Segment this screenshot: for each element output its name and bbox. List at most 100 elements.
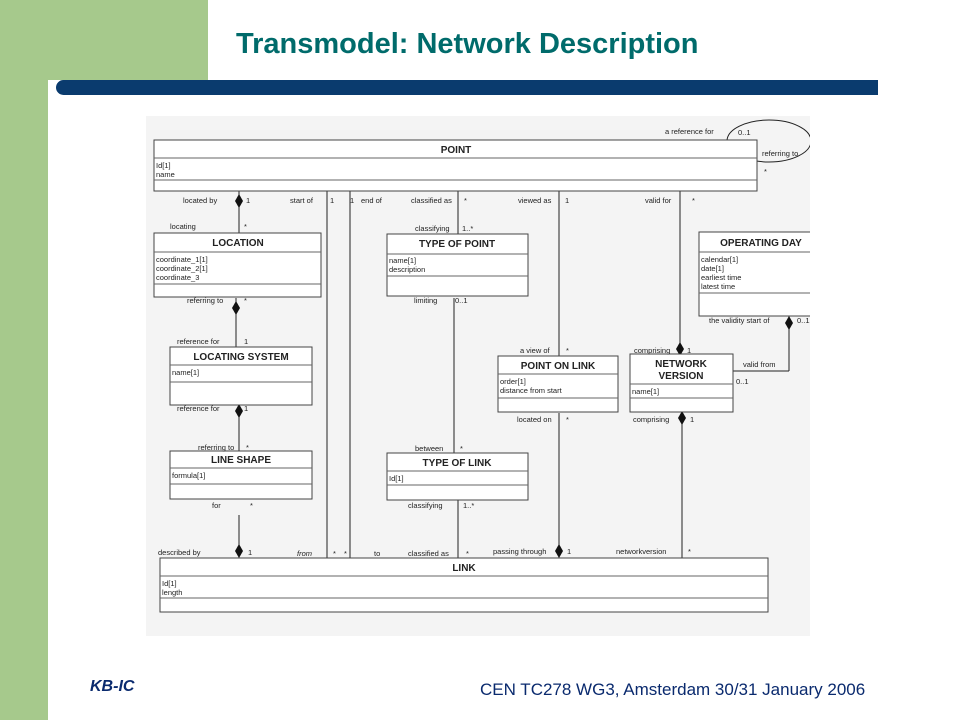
label-between: between <box>415 444 443 453</box>
label-to-mult: * <box>344 549 347 558</box>
label-from: from <box>297 549 312 558</box>
label-a-view-of: a view of <box>520 346 551 355</box>
footer-event-text: CEN TC278 WG3, Amsterdam 30/31 January 2… <box>480 680 866 699</box>
type-of-point-title: TYPE OF POINT <box>419 239 495 250</box>
label-reference-for-1: reference for <box>177 337 220 346</box>
label-comprising-top: comprising <box>634 346 670 355</box>
diamond-located-by <box>235 194 243 208</box>
label-described-by: described by <box>158 548 201 557</box>
label-for: for <box>212 501 221 510</box>
label-classifying-top-mult: 1..* <box>462 224 473 233</box>
label-end-of-mult: 1 <box>350 196 354 205</box>
label-classified-as-top: classified as <box>411 196 452 205</box>
diamond-comprising-bottom <box>678 411 686 425</box>
label-reference-for-1-mult: 1 <box>244 337 248 346</box>
label-passing-through: passing through <box>493 547 546 556</box>
class-type-of-link: TYPE OF LINK Id[1] <box>386 452 529 501</box>
line-shape-title: LINE SHAPE <box>211 455 271 466</box>
location-attr-2: coordinate_2[1] <box>156 264 208 273</box>
label-described-by-mult: 1 <box>248 548 252 557</box>
label-comprising-bottom-mult: 1 <box>690 415 694 424</box>
class-point-on-link: POINT ON LINK order[1] distance from sta… <box>497 355 619 413</box>
diamond-comprising-top <box>676 342 684 356</box>
composition-diamonds <box>232 194 793 558</box>
operating-day-title: OPERATING DAY <box>720 238 802 249</box>
label-referring-to-self: referring to <box>762 149 798 158</box>
label-viewed-as: viewed as <box>518 196 552 205</box>
diamond-passing-through <box>555 544 563 558</box>
class-location: LOCATION coordinate_1[1] coordinate_2[1]… <box>153 232 322 298</box>
label-between-mult: * <box>460 444 463 453</box>
label-networkversion-mult: * <box>688 547 691 556</box>
label-valid-from: valid from <box>743 360 776 369</box>
class-operating-day: OPERATING DAY calendar[1] date[1] earlie… <box>698 231 810 317</box>
diamond-reference-for <box>235 404 243 418</box>
label-validity-mult: 0..1 <box>797 316 810 325</box>
diamond-referring-to <box>232 301 240 315</box>
link-attr-2: length <box>162 588 182 597</box>
diamond-described-by <box>235 544 243 558</box>
title-rule <box>56 80 878 95</box>
label-valid-for-mult: * <box>692 196 695 205</box>
label-reference-for-2: reference for <box>177 404 220 413</box>
network-version-title-1: NETWORK <box>655 359 707 370</box>
label-located-on: located on <box>517 415 552 424</box>
label-self-star: * <box>764 167 767 176</box>
left-green-band <box>0 0 48 720</box>
footer-logo-text: KB-IC <box>90 678 135 695</box>
label-classified-as-top-mult: * <box>464 196 467 205</box>
point-on-link-title: POINT ON LINK <box>521 361 596 372</box>
label-located-by-mult: 1 <box>246 196 250 205</box>
label-end-of: end of <box>361 196 383 205</box>
location-attr-3: coordinate_3 <box>156 273 199 282</box>
location-attr-1: coordinate_1[1] <box>156 255 208 264</box>
class-line-shape: LINE SHAPE formula[1] <box>169 450 313 500</box>
operating-day-attr-4: latest time <box>701 282 735 291</box>
label-for-mult: * <box>250 501 253 510</box>
label-valid-from-mult: 0..1 <box>736 377 749 386</box>
class-network-version: NETWORK VERSION name[1] <box>629 353 734 413</box>
uml-diagram: POINT Id[1] name LOCATION coordinate_1[1… <box>146 116 810 636</box>
associations <box>235 119 810 558</box>
link-attr-1: Id[1] <box>162 579 177 588</box>
locating-system-attr-1: name[1] <box>172 368 199 377</box>
label-referring-to-loc: referring to <box>187 296 223 305</box>
label-locating-mult: * <box>244 222 247 231</box>
label-located-on-mult: * <box>566 415 569 424</box>
label-classified-as-bottom: classified as <box>408 549 449 558</box>
label-classifying-bottom: classifying <box>408 501 443 510</box>
label-classifying-top: classifying <box>415 224 450 233</box>
label-start-of-mult: 1 <box>330 196 334 205</box>
label-referring-to-ls: referring to <box>198 443 234 452</box>
label-from-mult: * <box>333 549 336 558</box>
label-reference-for-2-mult: 1 <box>244 404 248 413</box>
label-start-of: start of <box>290 196 314 205</box>
class-point: POINT Id[1] name <box>153 139 758 192</box>
line-shape-attr-1: formula[1] <box>172 471 205 480</box>
class-locating-system: LOCATING SYSTEM name[1] <box>169 346 313 406</box>
label-locating: locating <box>170 222 196 231</box>
label-classified-as-bottom-mult: * <box>466 549 469 558</box>
label-self-mult: 0..1 <box>738 128 751 137</box>
label-a-reference-for: a reference for <box>665 127 714 136</box>
link-title: LINK <box>452 563 476 574</box>
type-of-link-attr-1: Id[1] <box>389 474 404 483</box>
point-title: POINT <box>441 145 472 156</box>
label-viewed-as-mult: 1 <box>565 196 569 205</box>
label-referring-to-ls-mult: * <box>246 443 249 452</box>
location-title: LOCATION <box>212 238 263 249</box>
label-a-view-of-mult: * <box>566 346 569 355</box>
operating-day-attr-1: calendar[1] <box>701 255 738 264</box>
operating-day-attr-3: earliest time <box>701 273 741 282</box>
type-of-point-attr-2: description <box>389 265 425 274</box>
label-to: to <box>374 549 380 558</box>
label-validity-start-of: the validity start of <box>709 316 770 325</box>
label-limiting-mult: 0..1 <box>455 296 468 305</box>
class-type-of-point: TYPE OF POINT name[1] description <box>386 233 529 297</box>
network-version-title-2: VERSION <box>658 371 703 382</box>
label-comprising-top-mult: 1 <box>687 346 691 355</box>
network-version-attr-1: name[1] <box>632 387 659 396</box>
class-link: LINK Id[1] length <box>159 557 769 613</box>
locating-system-title: LOCATING SYSTEM <box>193 352 288 363</box>
label-valid-for: valid for <box>645 196 672 205</box>
